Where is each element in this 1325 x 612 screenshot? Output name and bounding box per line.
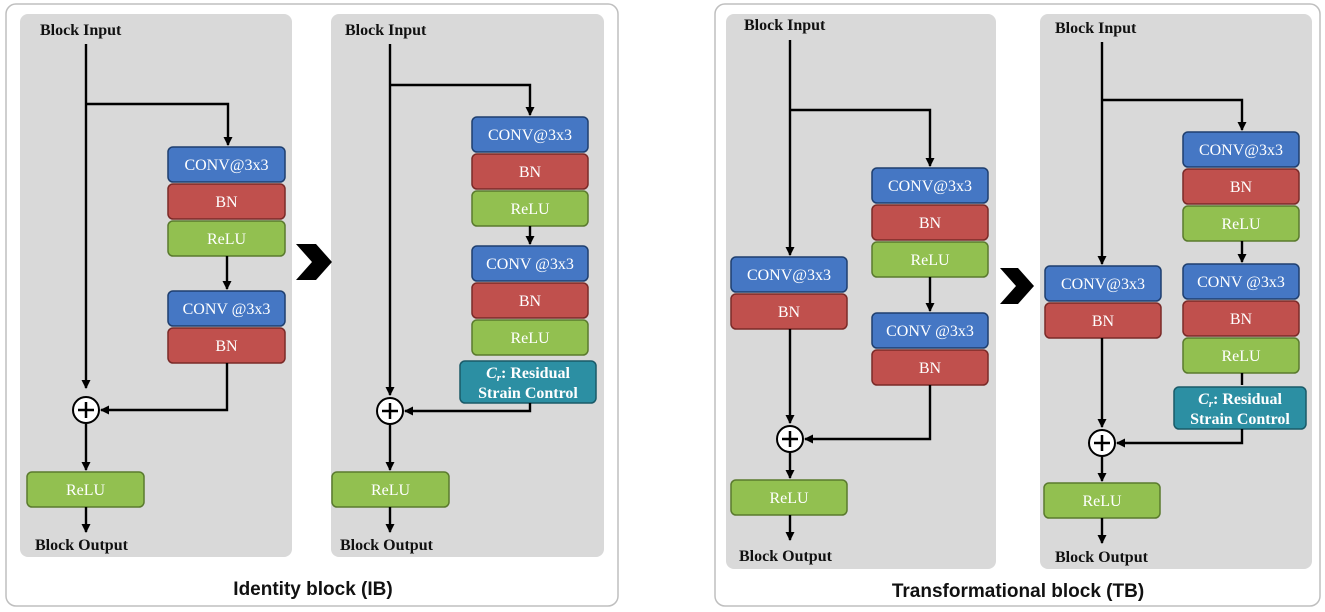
- conv-box: CONV @3x3: [1182, 263, 1300, 300]
- svg-text:ReLU: ReLU: [769, 490, 809, 507]
- block-output-label: Block Output: [35, 537, 129, 554]
- svg-text:CONV @3x3: CONV @3x3: [886, 323, 974, 340]
- svg-text:CONV@3x3: CONV@3x3: [184, 157, 268, 174]
- bn-box: BN: [871, 204, 989, 241]
- svg-text:BN: BN: [1230, 311, 1253, 328]
- svg-text:CONV@3x3: CONV@3x3: [747, 267, 831, 284]
- svg-text:Cr: Residual: Cr: Residual: [1198, 391, 1282, 410]
- svg-text:CONV @3x3: CONV @3x3: [183, 301, 271, 318]
- conv-box: CONV @3x3: [471, 245, 589, 282]
- bn-box: BN: [1044, 302, 1162, 339]
- bn-box: BN: [167, 183, 286, 220]
- svg-text:CONV @3x3: CONV @3x3: [1197, 274, 1285, 291]
- svg-text:ReLU: ReLU: [510, 201, 550, 218]
- svg-text:ReLU: ReLU: [1221, 216, 1261, 233]
- svg-text:CONV@3x3: CONV@3x3: [888, 178, 972, 195]
- conv-box: CONV@3x3: [730, 256, 848, 293]
- block-output-label: Block Output: [340, 537, 434, 554]
- block-input-label: Block Input: [1055, 20, 1137, 37]
- bn-box: BN: [1182, 168, 1300, 205]
- right-chevron-arrow-icon: [296, 244, 332, 280]
- conv-box: CONV@3x3: [1182, 131, 1300, 168]
- residual-strain-control-box: Cr: Residual Strain Control: [459, 360, 597, 404]
- relu-box: ReLU: [471, 190, 589, 227]
- svg-text:Strain Control: Strain Control: [1190, 411, 1290, 428]
- relu-box: ReLU: [1182, 337, 1300, 374]
- identity-block-caption: Identity block (IB): [233, 579, 392, 600]
- relu-box: ReLU: [26, 471, 145, 508]
- block-output-label: Block Output: [1055, 549, 1149, 566]
- svg-text:BN: BN: [919, 215, 942, 232]
- svg-text:BN: BN: [778, 304, 801, 321]
- svg-text:BN: BN: [519, 164, 542, 181]
- svg-text:BN: BN: [215, 338, 238, 355]
- svg-text:BN: BN: [1230, 179, 1253, 196]
- svg-text:CONV@3x3: CONV@3x3: [1061, 276, 1145, 293]
- residual-strain-control-box: Cr: Residual Strain Control: [1173, 386, 1307, 430]
- relu-box: ReLU: [167, 220, 286, 257]
- conv-box: CONV@3x3: [1044, 265, 1162, 302]
- bn-box: BN: [471, 153, 589, 190]
- block-input-label: Block Input: [744, 17, 826, 34]
- svg-text:ReLU: ReLU: [66, 482, 106, 499]
- svg-text:ReLU: ReLU: [207, 231, 247, 248]
- block-output-label: Block Output: [739, 548, 833, 565]
- svg-text:ReLU: ReLU: [1221, 348, 1261, 365]
- tb-panel-2-diagram: Block Input CONV@3x3 BN ReLU CONV @3x3 B…: [1043, 20, 1307, 566]
- svg-text:ReLU: ReLU: [910, 252, 950, 269]
- svg-text:BN: BN: [519, 293, 542, 310]
- relu-box: ReLU: [331, 471, 450, 508]
- bn-box: BN: [871, 349, 989, 386]
- conv-box: CONV @3x3: [167, 290, 286, 327]
- relu-box: ReLU: [871, 241, 989, 278]
- conv-box: CONV@3x3: [471, 116, 589, 153]
- svg-text:CONV@3x3: CONV@3x3: [1199, 142, 1283, 159]
- svg-text:Cr: Residual: Cr: Residual: [486, 365, 570, 384]
- bn-box: BN: [730, 293, 848, 330]
- svg-text:ReLU: ReLU: [371, 482, 411, 499]
- plus-circle-icon: [72, 396, 100, 424]
- ib-panel-1-diagram: Block Input CONV@3x3 BN ReLU CONV @3x3 B…: [26, 22, 286, 554]
- plus-circle-icon: [1088, 429, 1116, 457]
- plus-circle-icon: [776, 425, 804, 453]
- bn-box: BN: [1182, 300, 1300, 337]
- conv-box: CONV@3x3: [871, 167, 989, 204]
- block-input-label: Block Input: [345, 22, 427, 39]
- block-input-label: Block Input: [40, 22, 122, 39]
- bn-box: BN: [167, 327, 286, 364]
- svg-text:ReLU: ReLU: [510, 330, 550, 347]
- svg-text:CONV @3x3: CONV @3x3: [486, 256, 574, 273]
- relu-box: ReLU: [1043, 482, 1161, 519]
- tb-panel-1-diagram: Block Input CONV@3x3 BN ReLU CONV @3x3 B…: [730, 17, 989, 565]
- transformational-block-caption: Transformational block (TB): [892, 581, 1144, 602]
- conv-box: CONV @3x3: [871, 312, 989, 349]
- svg-text:Strain Control: Strain Control: [478, 385, 578, 402]
- svg-text:CONV@3x3: CONV@3x3: [488, 127, 572, 144]
- svg-text:BN: BN: [1092, 313, 1115, 330]
- svg-text:ReLU: ReLU: [1082, 493, 1122, 510]
- bn-box: BN: [471, 282, 589, 319]
- relu-box: ReLU: [471, 319, 589, 356]
- plus-circle-icon: [376, 397, 404, 425]
- svg-text:BN: BN: [919, 360, 942, 377]
- relu-box: ReLU: [1182, 205, 1300, 242]
- svg-text:BN: BN: [215, 194, 238, 211]
- right-chevron-arrow-icon: [1000, 268, 1034, 304]
- ib-panel-2-diagram: Block Input CONV@3x3 BN ReLU CONV @3x3 B…: [331, 22, 597, 554]
- relu-box: ReLU: [730, 479, 848, 516]
- conv-box: CONV@3x3: [167, 146, 286, 183]
